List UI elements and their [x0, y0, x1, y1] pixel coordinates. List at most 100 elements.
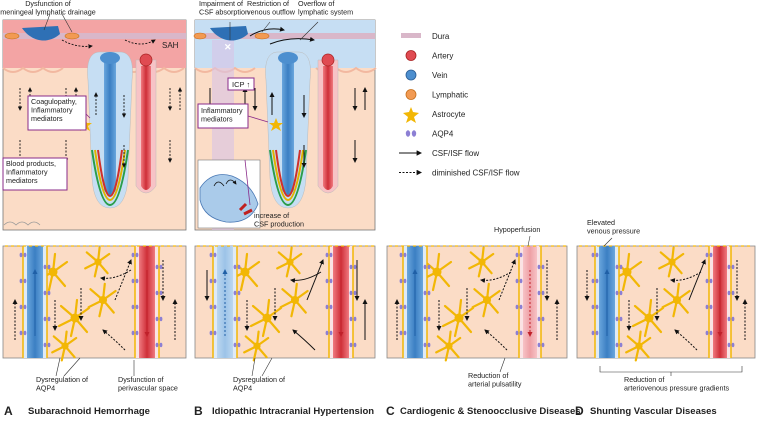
panel-b-title: Idiopathic Intracranial Hypertension [212, 406, 374, 417]
vein-cross-section [100, 52, 120, 64]
aqp4-dots [615, 264, 623, 270]
diminished-flow-arrow [480, 271, 512, 284]
box-blood-products [2, 157, 68, 191]
aqp4-dots [43, 316, 51, 322]
aqp4-dots [615, 290, 623, 296]
aqp4-dots [591, 330, 599, 336]
aqp4-dots [349, 290, 357, 296]
aqp4-dots [515, 330, 523, 336]
aqp4-dots [399, 278, 407, 284]
astrocyte-icon [279, 282, 309, 318]
aqp4-dots [423, 316, 431, 322]
dura-bar-icon [401, 33, 421, 38]
diminished-flow-arrow [670, 271, 702, 284]
aqp4-dots [423, 264, 431, 270]
artery-segment [131, 246, 163, 358]
vein-segment [591, 246, 623, 358]
aqp4-dots [349, 264, 357, 270]
vein-circle-icon [405, 69, 417, 81]
aqp4-dots [399, 252, 407, 258]
aqp4-dots [537, 290, 545, 296]
astrocyte-icon [243, 330, 270, 362]
astrocyte-icon [658, 246, 685, 278]
aqp4-dots [399, 330, 407, 336]
aqp4-dots [233, 290, 241, 296]
legend-item-dflow: diminished CSF/ISF flow [399, 169, 520, 178]
aqp4-dots [515, 252, 523, 258]
panel-c-bottom [386, 245, 568, 362]
aqp4-dots [19, 330, 27, 336]
choroid-plexus-inset [197, 159, 261, 229]
aqp4-dots [19, 252, 27, 258]
aqp4-dots [209, 330, 217, 336]
diminished-flow-arrow [498, 259, 516, 301]
panel-a-letter: A [4, 404, 13, 418]
aqp4-dots [705, 304, 713, 310]
aqp4-dots [727, 264, 735, 270]
icp-label: ICP ↑ [232, 80, 250, 89]
legend-item-dura: Dura [401, 32, 450, 41]
aqp4-dots [591, 304, 599, 310]
aqp4-dots [43, 264, 51, 270]
legend-label: diminished CSF/ISF flow [432, 169, 520, 178]
astrocyte-icon [441, 298, 475, 338]
astrocyte-icon [57, 298, 91, 338]
artery-circle-icon [405, 50, 417, 61]
astrocyte-icon [468, 246, 495, 278]
legend-label: Artery [432, 52, 453, 61]
artery-segment [705, 246, 735, 358]
astrocyte-icon [276, 246, 303, 278]
flow-arrow [292, 329, 316, 351]
panel-b-letter: B [194, 404, 203, 418]
artery-vessel [141, 66, 151, 190]
astrocyte-icon [435, 330, 462, 362]
aqp4-dots [233, 316, 241, 322]
aqp4-dots [131, 252, 139, 258]
svg-text:✕: ✕ [224, 42, 232, 52]
artery-segment [325, 246, 357, 358]
flow-arrow [688, 259, 706, 301]
astrocyte-icon [84, 246, 111, 278]
artery-segment [515, 246, 545, 358]
aqp4-dots [131, 278, 139, 284]
aqp4-dots [325, 278, 333, 284]
legend-label: AQP4 [432, 130, 454, 139]
astrocyte-icon [51, 330, 78, 362]
astrocyte-icon [625, 330, 652, 362]
astrocyte-icon [471, 282, 501, 318]
vein-segment [19, 246, 51, 358]
aqp4-dots [515, 304, 523, 310]
astrocyte-icon [631, 298, 665, 338]
legend-item-artery: Artery [405, 50, 453, 61]
aqp4-dots [209, 304, 217, 310]
aqp4-dots [537, 264, 545, 270]
legend-label: Lymphatic [432, 91, 468, 100]
aqp4-dots [233, 264, 241, 270]
panel-c-letter: C [386, 404, 395, 418]
legend-item-aqp4: AQP4 [405, 130, 454, 139]
legend-label: Astrocyte [432, 110, 466, 119]
aqp4-dots [727, 316, 735, 322]
aqp4-dots [705, 330, 713, 336]
diminished-flow-arrow [102, 329, 126, 351]
panel-c-title: Cardiogenic & Stenoocclusive Diseases [400, 406, 581, 417]
aqp4-dots [349, 342, 357, 348]
flow-arrow [306, 259, 324, 301]
aqp4-dots [155, 316, 163, 322]
aqp4-dots [727, 342, 735, 348]
aqp4-dots [131, 330, 139, 336]
legend-label: Vein [432, 71, 448, 80]
legend-item-flow: CSF/ISF flow [399, 149, 479, 158]
